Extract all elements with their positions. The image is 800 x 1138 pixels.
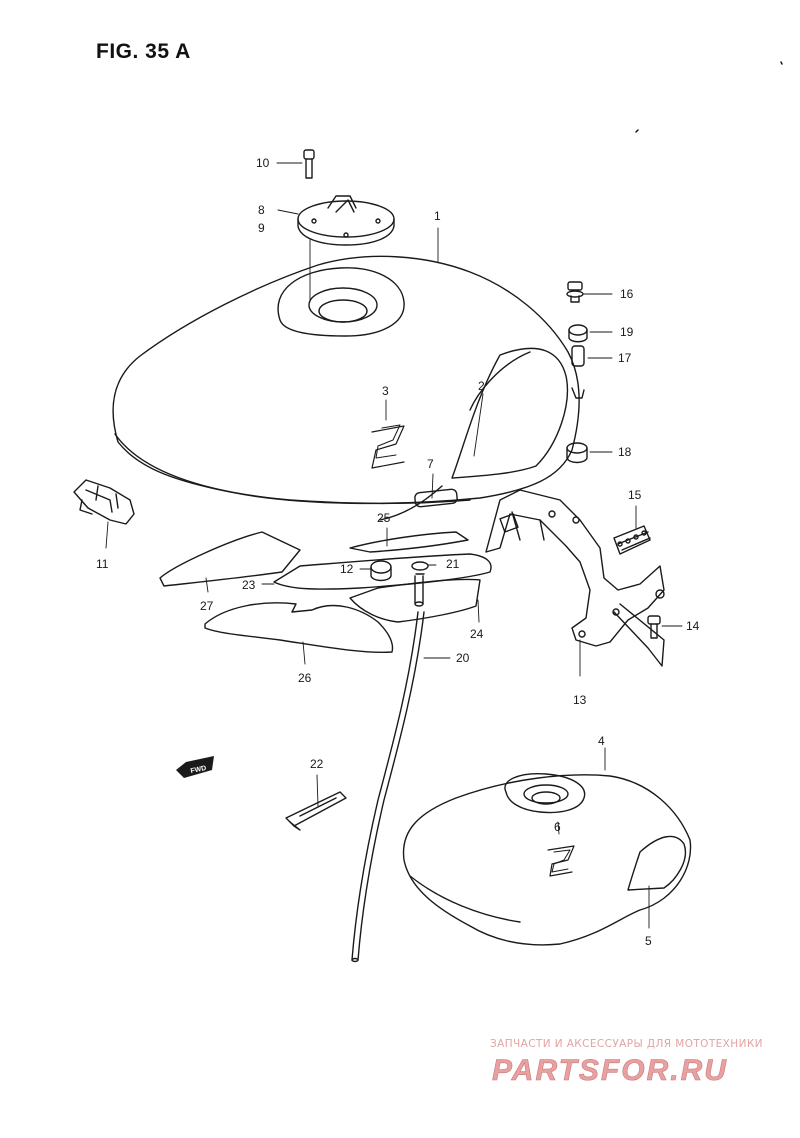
callout-15: 15 bbox=[628, 488, 642, 502]
figure-title: FIG. 35 A bbox=[96, 40, 191, 63]
callout-3: 3 bbox=[382, 384, 389, 398]
bolt-16 bbox=[566, 281, 584, 303]
callout-14: 14 bbox=[686, 619, 700, 633]
leader-lines bbox=[105, 162, 683, 929]
callout-20: 20 bbox=[456, 651, 470, 665]
callout-16: 16 bbox=[620, 287, 634, 301]
callout-2: 2 bbox=[478, 379, 485, 393]
cushion-15 bbox=[613, 525, 651, 555]
grommet-12 bbox=[370, 560, 392, 582]
callout-21: 21 bbox=[446, 557, 460, 571]
fwd-arrow-icon: FWD bbox=[176, 756, 214, 778]
watermark-logo: PARTSFOR.RU bbox=[492, 1054, 728, 1088]
fwd-label: FWD bbox=[190, 765, 207, 775]
fuel-tank-alt-4 bbox=[402, 773, 692, 946]
callout-19: 19 bbox=[620, 325, 634, 339]
screw-10 bbox=[303, 149, 315, 179]
callout-7: 7 bbox=[427, 457, 434, 471]
callout-8: 8 bbox=[258, 203, 265, 217]
watermark-logo-text: PARTSFOR.RU bbox=[492, 1054, 728, 1087]
callout-17: 17 bbox=[618, 351, 632, 365]
callout-5: 5 bbox=[645, 934, 652, 948]
callout-10: 10 bbox=[256, 156, 270, 170]
clip-21 bbox=[411, 561, 429, 575]
callout-11: 11 bbox=[96, 557, 109, 571]
callout-27: 27 bbox=[200, 599, 214, 613]
callout-18: 18 bbox=[618, 445, 632, 459]
collar-19 bbox=[568, 324, 588, 343]
callout-12: 12 bbox=[340, 562, 354, 576]
callout-23: 23 bbox=[242, 578, 256, 592]
callout-22: 22 bbox=[310, 757, 324, 771]
bolt-14 bbox=[647, 615, 661, 639]
tank-underside-pads bbox=[159, 531, 492, 654]
callout-24: 24 bbox=[470, 627, 484, 641]
connector-11 bbox=[73, 479, 135, 525]
callout-13: 13 bbox=[573, 693, 587, 707]
watermark-tagline: ЗАПЧАСТИ И АКСЕССУАРЫ ДЛЯ МОТОТЕХНИКИ bbox=[490, 1038, 763, 1050]
cushion-18 bbox=[566, 442, 588, 464]
callout-25: 25 bbox=[377, 511, 391, 525]
stud-24 bbox=[414, 575, 424, 607]
spacer-17 bbox=[571, 345, 585, 367]
drain-hose-20 bbox=[351, 611, 425, 963]
callout-9: 9 bbox=[258, 221, 265, 235]
tank-bracket-13 bbox=[485, 489, 665, 667]
callout-1: 1 bbox=[434, 209, 441, 223]
fuel-cap bbox=[297, 195, 395, 246]
callout-26: 26 bbox=[298, 671, 312, 685]
fuel-tank-main bbox=[112, 255, 585, 521]
callout-4: 4 bbox=[598, 734, 605, 748]
callout-labels: 1 2 3 4 5 6 7 8 9 10 11 12 13 14 15 16 1… bbox=[96, 156, 700, 948]
tie-strap-22 bbox=[285, 791, 347, 831]
callout-6: 6 bbox=[554, 820, 561, 834]
